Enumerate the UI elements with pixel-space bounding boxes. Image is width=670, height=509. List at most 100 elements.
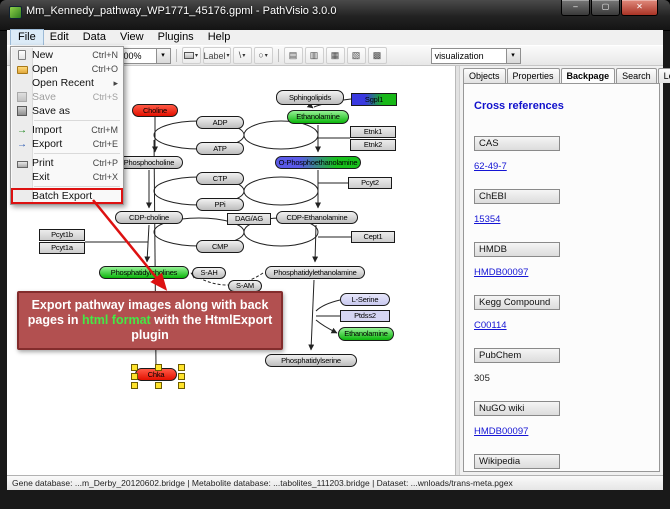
menu-file[interactable]: File [10,29,44,46]
menu-help[interactable]: Help [207,31,231,43]
menu-view[interactable]: View [119,31,144,43]
pathway-node-phosphatidylcholines[interactable]: Phosphatidylcholines [99,266,189,279]
xref-db-name: ChEBI [474,189,560,204]
pathway-node-etnk1[interactable]: Etnk1 [350,126,396,138]
pathway-node-dag-ag[interactable]: DAG/AG [227,213,271,225]
open-icon [16,66,28,74]
line-tool-button[interactable]: \▾ [232,47,252,64]
selection-handle[interactable] [178,382,185,389]
pathway-node-l-serine[interactable]: L-Serine [340,293,390,306]
stack-button[interactable]: ▩ [367,47,387,64]
align-horizontal-button[interactable]: ▤ [283,47,303,64]
menu-plugins[interactable]: Plugins [157,31,194,43]
pathway-node-phosphocholine[interactable]: Phosphocholine [115,156,183,169]
pathway-node-ptdss2[interactable]: Ptdss2 [340,310,390,322]
new-icon [18,50,26,60]
file-menu-batch-export[interactable]: Batch Export [11,188,123,204]
pathway-node-pcyt1a[interactable]: Pcyt1a [39,242,85,254]
window-controls: – ▢ ✕ [560,0,658,16]
pathway-node-sgpl1[interactable]: Sgpl1 [351,93,397,106]
file-menu-export[interactable]: → Export Ctrl+E [17,138,118,150]
tab-objects[interactable]: Objects [463,68,506,83]
client-area: File Edit Data View Plugins Help Zoom: 1… [7,29,670,490]
selection-handle[interactable] [178,364,185,371]
tab-search[interactable]: Search [616,68,657,83]
selection-handle[interactable] [154,364,162,371]
file-menu-exit[interactable]: Exit Ctrl+X [32,171,118,183]
label-tool-text: Label [203,50,226,61]
datanode-icon [184,52,194,59]
pathway-node-cdp-choline[interactable]: CDP-choline [115,211,183,224]
zoom-dropdown-icon[interactable]: ▾ [155,48,170,63]
selection-handle[interactable] [131,382,138,389]
datanode-tool-button[interactable]: ▾ [181,47,201,64]
tab-properties[interactable]: Properties [506,68,560,83]
selection-handle[interactable] [178,373,185,380]
cross-references-heading: Cross references [474,100,564,112]
pathway-node-pcyt1b[interactable]: Pcyt1b [39,229,85,241]
panel-splitter[interactable] [456,66,460,475]
pathway-node-sphingolipids[interactable]: Sphingolipids [276,90,344,105]
visualization-combobox[interactable]: visualization ▾ [430,47,521,64]
file-menu-import[interactable]: → Import Ctrl+M [17,124,118,136]
menu-edit[interactable]: Edit [49,31,69,43]
visualization-value: visualization [434,50,484,61]
align-vertical-button[interactable]: ▥ [304,47,324,64]
pathway-node-choline[interactable]: Choline [132,104,178,117]
xref-link[interactable]: C00114 [474,320,507,331]
selection-handle[interactable] [131,364,138,371]
dropdown-icon: ▾ [242,53,246,59]
pathway-node-ethanolamine[interactable]: Ethanolamine [287,110,349,124]
pathway-node-etnk2[interactable]: Etnk2 [350,139,396,151]
import-icon: → [17,124,27,136]
xref-section-pubchem: PubChem 305 [474,348,649,386]
pathway-node-ppi[interactable]: PPi [196,198,244,211]
xref-link[interactable]: 15354 [474,214,501,225]
align-top-button[interactable]: ▧ [346,47,366,64]
pathway-node-cdp-ethanolamine[interactable]: CDP-Ethanolamine [276,211,358,224]
pathway-node-phosphatidylethanolamine[interactable]: Phosphatidylethanolamine [265,266,365,279]
annotation-callout: Export pathway images along with back pa… [17,291,283,350]
pathway-node-cept1[interactable]: Cept1 [351,231,395,243]
xref-value: 305 [474,373,490,384]
xref-link[interactable]: HMDB00097 [474,426,529,437]
align-left-button[interactable]: ▦ [325,47,345,64]
toolbar-separator [175,49,177,62]
file-menu-save-as[interactable]: Save as [12,104,122,118]
xref-link[interactable]: HMDB00097 [474,267,529,278]
shape-tool-button[interactable]: ○▾ [253,47,273,64]
zoom-combobox[interactable]: 100% ▾ [114,47,171,64]
xref-db-name: NuGO wiki [474,401,560,416]
pathway-node-cmp[interactable]: CMP [196,240,244,253]
selection-handle[interactable] [131,373,138,380]
pathway-node-ctp[interactable]: CTP [196,172,244,185]
pathway-node-adp[interactable]: ADP [196,116,244,129]
tab-legend[interactable]: Legend [657,68,670,83]
file-menu-print[interactable]: Print Ctrl+P [12,156,122,170]
menu-separator [34,186,120,187]
file-menu: New Ctrl+N Open Ctrl+O Open Recent ▸ Sav… [10,46,124,205]
pathway-node-atp[interactable]: ATP [196,142,244,155]
selection-handle[interactable] [154,382,162,389]
pathway-node-ethanolamine[interactable]: Ethanolamine [338,327,394,341]
pathway-node-o-phosphoethanolamine[interactable]: O-Phosphoethanolamine [275,156,361,169]
file-menu-open-recent[interactable]: Open Recent ▸ [12,76,122,90]
pathway-node-pcyt2[interactable]: Pcyt2 [348,177,392,189]
minimize-button[interactable]: – [561,0,590,16]
visualization-dropdown-icon[interactable]: ▾ [505,48,520,63]
label-tool-button[interactable]: Label▾ [202,47,231,64]
export-icon: → [17,138,27,150]
pathway-node-s-ah[interactable]: S-AH [192,267,226,279]
menu-data[interactable]: Data [82,31,106,43]
side-panel: Objects Properties Backpage Search Legen… [460,66,670,475]
file-menu-save[interactable]: Save Ctrl+S [12,90,122,104]
tab-backpage[interactable]: Backpage [560,68,616,83]
titlebar[interactable]: Mm_Kennedy_pathway_WP1771_45176.gpml - P… [0,0,670,31]
maximize-button[interactable]: ▢ [591,0,620,16]
file-menu-open[interactable]: Open Ctrl+O [12,62,122,76]
file-menu-new[interactable]: New Ctrl+N [12,48,122,62]
pathway-node-phosphatidylserine[interactable]: Phosphatidylserine [265,354,357,367]
close-button[interactable]: ✕ [621,0,658,16]
xref-link[interactable]: 62-49-7 [474,161,507,172]
